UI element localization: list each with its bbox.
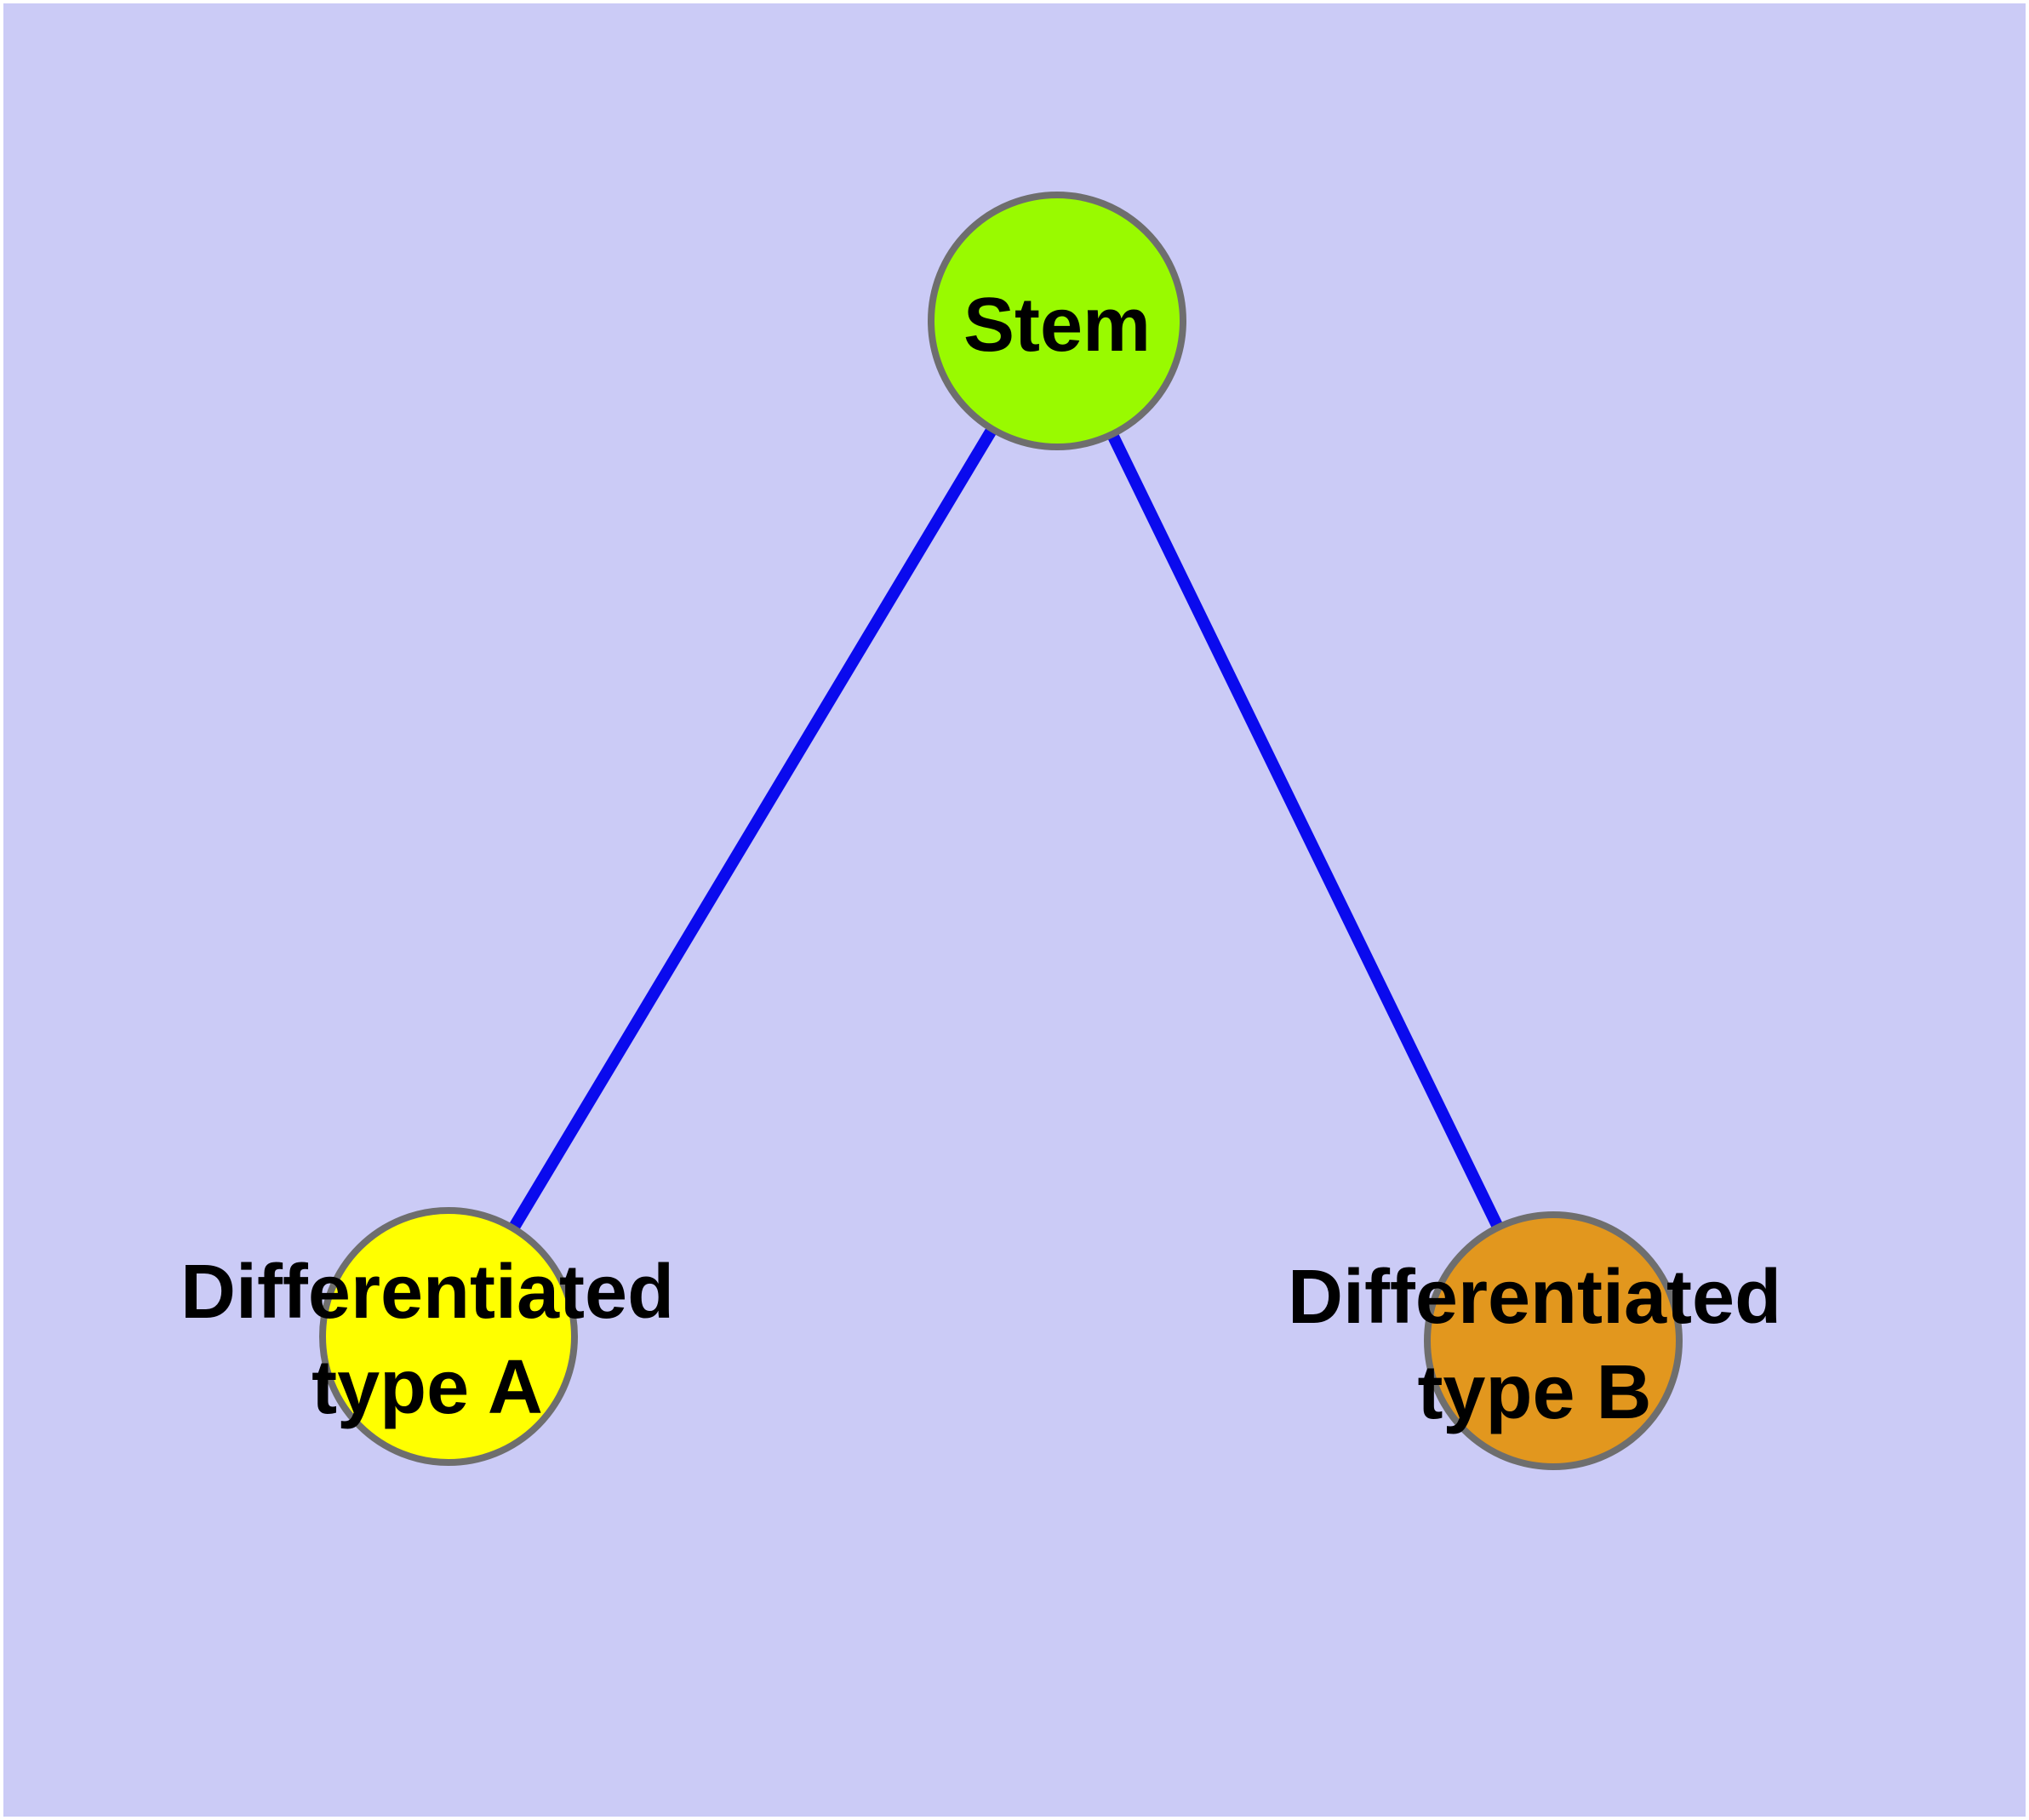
graph-svg (319, 192, 1683, 1470)
edge-stem-to-differentiated-type-b (1051, 318, 1559, 1344)
node-differentiated-type-b (1424, 1211, 1683, 1470)
node-stem (928, 192, 1186, 450)
node-differentiated-type-a (319, 1207, 578, 1466)
node-label-differentiated-type-a: Differentiated type A (180, 1245, 674, 1435)
node-label-differentiated-type-b-line-1: Differentiated (1287, 1255, 1782, 1340)
node-label-differentiated-type-b-line-2: type B (1417, 1350, 1652, 1435)
node-label-stem: Stem (963, 278, 1151, 373)
node-label-differentiated-type-b: Differentiated type B (1288, 1250, 1781, 1440)
node-label-differentiated-type-a-line-2: type A (311, 1345, 543, 1430)
edge-stem-to-differentiated-type-a (443, 318, 1063, 1340)
node-label-differentiated-type-a-line-1: Differentiated (180, 1250, 675, 1335)
node-label-stem-line-1: Stem (963, 283, 1152, 368)
